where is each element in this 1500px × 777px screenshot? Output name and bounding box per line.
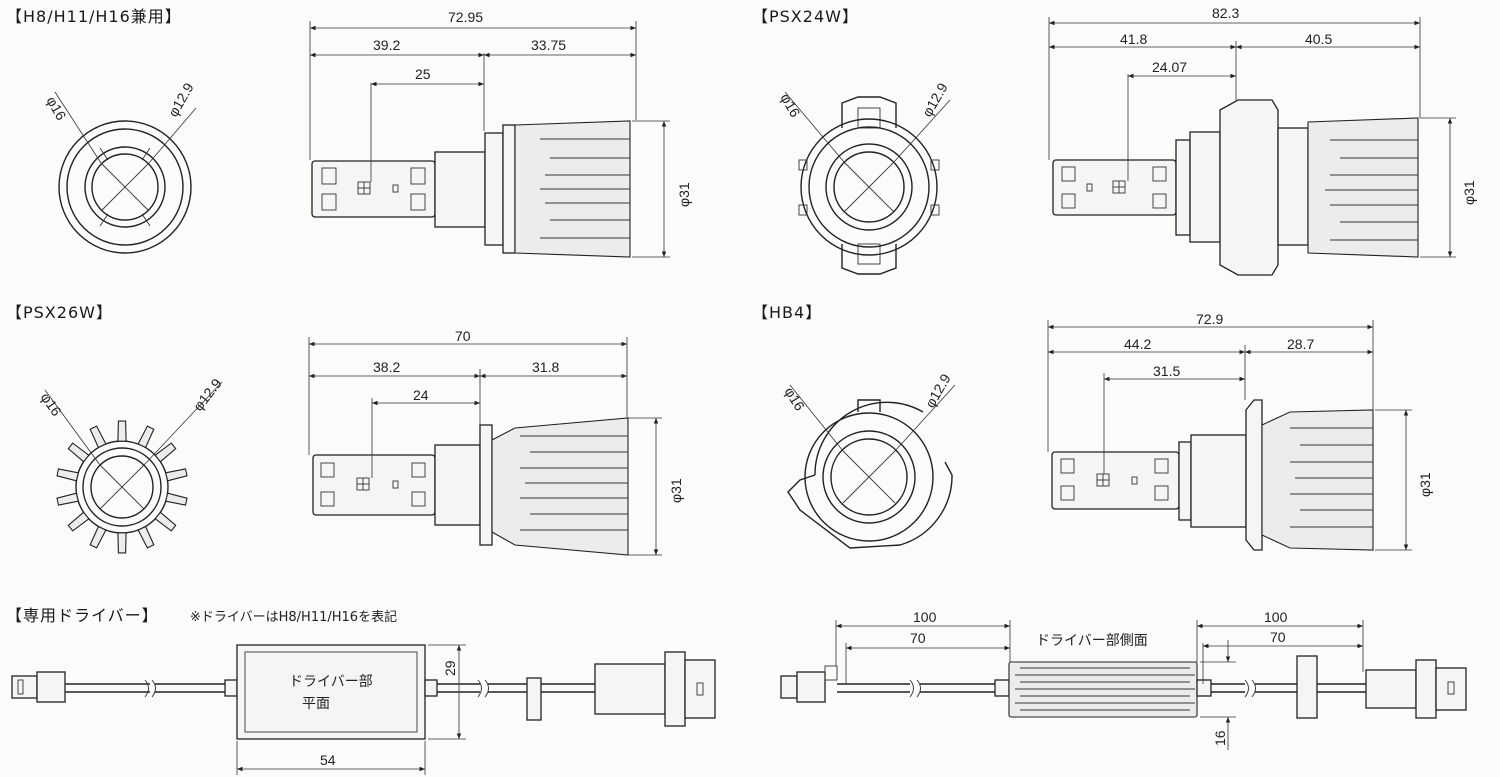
driver-right-total: 100 (1264, 609, 1288, 625)
psx24w-phi12-label: φ12.9 (919, 80, 951, 120)
psx26w-phi16-label: φ16 (38, 390, 65, 420)
psx26w-tooth (165, 492, 188, 506)
h8-front-view (54, 91, 197, 254)
psx26w-left-length: 38.2 (373, 359, 400, 375)
h8-side-view (311, 120, 631, 258)
psx26w-led-length: 24 (413, 387, 429, 403)
section-title-driver: 【専用ドライバー】 (6, 606, 159, 625)
psx26w-tooth (165, 468, 188, 482)
section-title-psx24w: 【PSX24W】 (752, 7, 859, 26)
hb4-diameter: φ31 (1417, 472, 1433, 497)
psx26w-tooth (89, 525, 107, 549)
driver-top-dimensions (236, 644, 466, 775)
psx24w-led-length: 24.07 (1152, 59, 1187, 75)
driver-note: ※ドライバーはH8/H11/H16を表記 (190, 609, 397, 625)
h8-total-length: 72.95 (448, 9, 483, 25)
driver-height: 29 (442, 660, 458, 676)
psx26w-phi12-label: φ12.9 (190, 375, 225, 414)
hb4-phi16-label: φ16 (781, 384, 808, 414)
hb4-front-view (787, 384, 956, 549)
psx24w-left-length: 41.8 (1120, 31, 1147, 47)
h8-led-length: 25 (415, 66, 431, 82)
psx26w-tooth (56, 468, 79, 482)
driver-side-dimensions (835, 620, 1364, 750)
h8-phi12-label: φ12.9 (165, 80, 197, 120)
psx26w-front-view (44, 381, 223, 554)
h8-dimensions (309, 21, 670, 258)
driver-side-view (780, 655, 1467, 719)
psx26w-tooth (56, 492, 79, 506)
psx26w-tooth (154, 442, 177, 463)
driver-width: 54 (320, 752, 336, 768)
psx26w-tooth (67, 442, 90, 463)
psx26w-right-length: 31.8 (532, 359, 559, 375)
psx26w-diameter: φ31 (668, 478, 684, 503)
psx24w-diameter: φ31 (1461, 180, 1477, 205)
hb4-phi12-label: φ12.9 (922, 371, 954, 411)
hb4-left-length: 44.2 (1124, 336, 1151, 352)
hb4-total-length: 72.9 (1196, 311, 1223, 327)
hb4-side-view (1051, 399, 1374, 551)
psx24w-phi16-label: φ16 (777, 91, 803, 121)
psx26w-tooth (89, 425, 107, 449)
psx24w-total-length: 82.3 (1212, 5, 1239, 21)
psx26w-dimensions (308, 337, 662, 556)
psx24w-side-view (1052, 99, 1419, 276)
psx26w-tooth (117, 420, 127, 442)
h8-phi16-label: φ16 (43, 94, 69, 124)
psx26w-side-view (312, 417, 629, 556)
driver-thickness: 16 (1212, 730, 1228, 746)
driver-side-label: ドライバー部側面 (1036, 633, 1148, 649)
h8-left-length: 39.2 (373, 37, 400, 53)
psx26w-total-length: 70 (455, 328, 471, 344)
driver-left-inner: 70 (910, 630, 926, 646)
hb4-right-length: 28.7 (1287, 336, 1314, 352)
psx26w-tooth (154, 511, 177, 532)
driver-top-label-1: ドライバー部 (289, 674, 373, 690)
driver-top-view (11, 644, 716, 740)
h8-right-length: 33.75 (531, 37, 566, 53)
psx24w-front-view (784, 91, 951, 275)
psx24w-dimensions (1048, 17, 1456, 258)
driver-top-label-2: 平面 (302, 696, 330, 712)
section-title-h8: 【H8/H11/H16兼用】 (6, 7, 182, 26)
driver-right-inner: 70 (1270, 629, 1286, 645)
psx26w-tooth (67, 511, 90, 532)
hb4-led-length: 31.5 (1153, 363, 1180, 379)
psx24w-right-length: 40.5 (1305, 31, 1332, 47)
psx26w-tooth (137, 425, 155, 449)
section-title-psx26w: 【PSX26W】 (6, 303, 113, 322)
psx26w-tooth (137, 525, 155, 549)
psx26w-tooth (117, 532, 127, 554)
section-title-hb4: 【HB4】 (752, 303, 822, 322)
driver-left-total: 100 (913, 609, 937, 625)
h8-diameter: φ31 (676, 182, 692, 207)
hb4-dimensions (1047, 320, 1412, 551)
